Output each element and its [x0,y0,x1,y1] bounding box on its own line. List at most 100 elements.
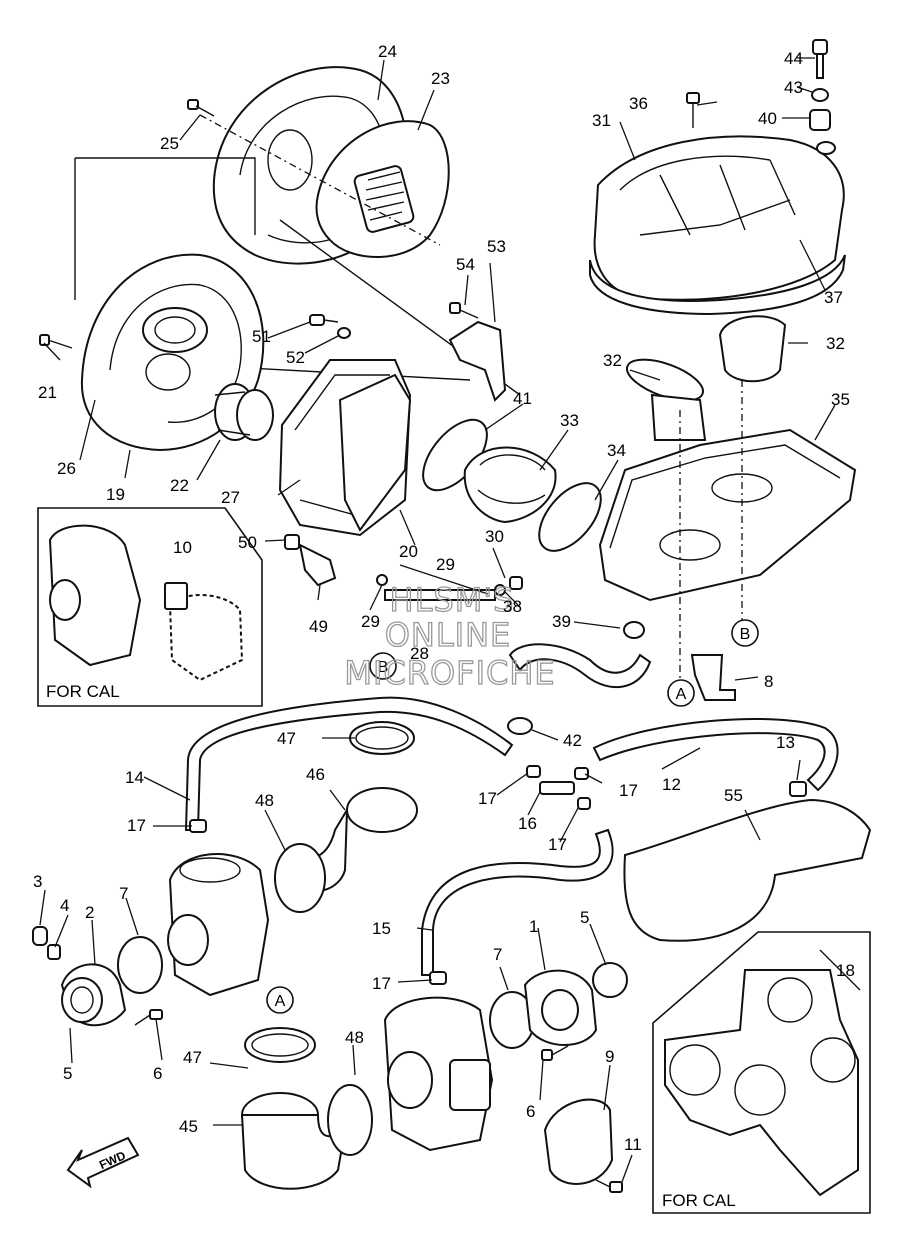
box-centerlines [679,380,743,685]
callout-17-left: 17 [127,816,146,835]
bracket-49 [298,543,337,587]
callout-8: 8 [764,672,773,691]
inset-caption-right: FOR CAL [662,1191,736,1210]
callout-7-low: 7 [493,945,502,964]
o-ring-5 [592,962,628,998]
inset-caption-left: FOR CAL [46,682,120,701]
callout-41: 41 [513,389,532,408]
ref-b-lower: B [378,659,389,676]
watermark-line-2: ONLINE [385,616,512,654]
callout-47-low: 47 [183,1048,202,1067]
callout-15: 15 [372,919,391,938]
callout-54: 54 [456,255,475,274]
callout-3: 3 [33,872,42,891]
watermark-line-1: HLSM'S [390,581,515,619]
joint-32-right [718,315,787,383]
callout-31: 31 [592,111,611,130]
callout-45: 45 [179,1117,198,1136]
clip-29-a [376,574,388,586]
band-48-low [327,1084,373,1156]
callout-16: 16 [518,814,537,833]
callout-32-left: 32 [603,351,622,370]
carburetor-lower [383,996,494,1152]
callout-5-left: 5 [63,1064,72,1083]
clip-17-mid-a [526,765,541,778]
callout-19: 19 [106,485,125,504]
case-outline-lines [74,157,521,396]
screw-6-low [541,1045,569,1061]
callout-30: 30 [485,527,504,546]
clip-17-low [429,971,447,985]
callout-25: 25 [160,134,179,153]
clip-17-mid-c [577,797,591,810]
callout-11: 11 [624,1135,642,1154]
fitting-16 [539,781,575,795]
callout-17-right: 17 [619,781,638,800]
callout-2: 2 [85,903,94,922]
joint-2 [60,963,127,1027]
band-7-left [117,936,163,994]
damper-40 [809,109,836,155]
bolt-21 [39,334,73,349]
callout-13: 13 [776,733,795,752]
ref-a-upper: A [676,686,687,703]
callout-24: 24 [378,42,397,61]
callout-33: 33 [560,411,579,430]
callout-29-right: 29 [436,555,455,574]
callout-32-right: 32 [826,334,845,353]
joint-1 [523,969,598,1046]
joint-45 [240,1092,347,1190]
callout-22: 22 [170,476,189,495]
clip-42 [507,717,533,735]
cap-3 [32,926,48,946]
ref-a-lower: A [275,993,286,1010]
callout-26: 26 [57,459,76,478]
bolt-25 [187,99,215,117]
callout-39: 39 [552,612,571,631]
callout-28: 28 [410,644,429,663]
inset-for-cal-right: FOR CAL [652,931,871,1214]
callout-49: 49 [309,617,328,636]
joint-22 [214,383,274,441]
ref-b-upper: B [740,626,751,643]
callout-17-low-mid: 17 [548,835,567,854]
clip-39 [623,621,645,639]
callout-17-mid: 17 [478,789,497,808]
callout-20: 20 [399,542,418,561]
callout-44: 44 [784,49,803,68]
screw-51 [309,314,339,326]
screw-11 [595,1179,623,1193]
joint-32-left [626,358,707,441]
callout-42: 42 [563,731,582,750]
bolt-54 [449,302,479,319]
callout-17-low: 17 [372,974,391,993]
callout-50: 50 [238,533,257,552]
air-box-cover-31 [593,135,845,301]
hose-38 [508,643,652,689]
part-4 [47,944,61,960]
callout-18: 18 [836,961,855,980]
callout-6-left: 6 [153,1064,162,1083]
callout-5-right: 5 [580,908,589,927]
air-box-35 [598,428,857,602]
clip-17-left [189,819,207,833]
washer-43 [811,88,829,102]
callout-48-low: 48 [345,1028,364,1047]
callout-6-low: 6 [526,1102,535,1121]
hose-12 [592,718,839,792]
washer-52 [337,327,351,339]
callout-53: 53 [487,237,506,256]
drain-8 [690,654,736,701]
callout-55: 55 [724,786,743,805]
hose-14 [184,696,514,831]
callout-21: 21 [38,383,57,402]
hose-28 [384,589,496,601]
callout-10: 10 [173,538,192,557]
callout-34: 34 [607,441,626,460]
callout-14: 14 [125,768,144,787]
callout-7-left: 7 [119,884,128,903]
screw-36 [686,92,700,128]
ref-circle-b-upper [731,619,759,647]
ref-circle-a-upper [667,679,695,707]
